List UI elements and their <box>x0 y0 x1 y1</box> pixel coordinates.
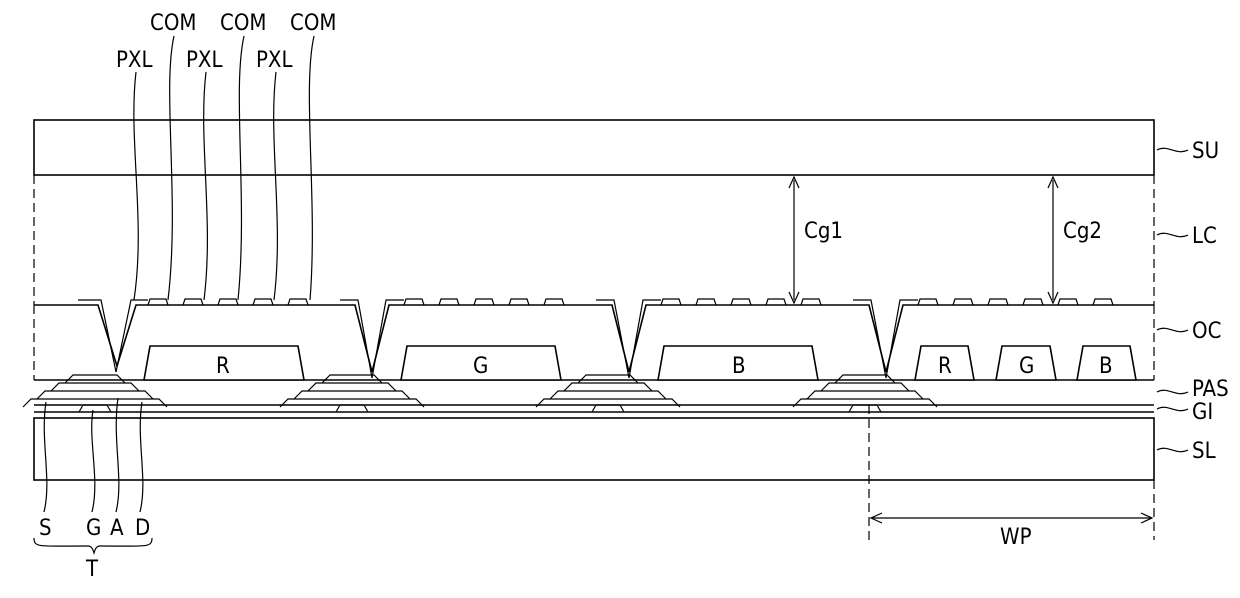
pxl-label-2: PXL <box>186 48 223 73</box>
common-electrode-bump <box>766 299 786 305</box>
filter-label-g2: G <box>1019 354 1034 379</box>
pxl-contact-hole-1 <box>78 300 148 372</box>
layer-label-pas: PAS <box>1192 377 1229 402</box>
pas-leader <box>1157 390 1188 393</box>
cg2-arrow <box>1048 177 1058 303</box>
common-electrode-bump <box>731 299 751 305</box>
wp-label: WP <box>1000 525 1032 550</box>
tft-step-layer <box>807 391 923 399</box>
common-electrode-bump <box>218 299 238 305</box>
common-electrode-bumps <box>148 299 1113 305</box>
pxl-contact-hole-4 <box>853 300 918 378</box>
tft-label-t: T <box>85 557 99 582</box>
common-electrode-bump <box>953 299 973 305</box>
tft-step-layer <box>51 383 139 391</box>
common-electrode-bump <box>1023 299 1043 305</box>
common-electrode-bump <box>253 299 273 305</box>
lower-substrate-sl <box>34 418 1154 480</box>
pxl-contact-hole-2 <box>340 300 404 378</box>
layer-label-lc: LC <box>1192 224 1217 249</box>
layer-label-su: SU <box>1192 139 1219 164</box>
common-electrode-bump <box>661 299 681 305</box>
su-leader <box>1157 148 1188 151</box>
tft-step-layer <box>550 391 666 399</box>
common-electrode-bump <box>1093 299 1113 305</box>
tft-gate <box>336 405 368 412</box>
tft-step-layer <box>308 383 396 391</box>
tft-step-layer <box>322 375 382 383</box>
common-electrode-bump <box>696 299 716 305</box>
com-label-3: COM <box>290 11 336 36</box>
pxl-label-1: PXL <box>116 48 153 73</box>
tft-label-s: S <box>39 516 52 541</box>
pxl-contact-hole-3 <box>596 300 661 378</box>
top-label-leaders <box>134 36 314 300</box>
gi-leader <box>1157 407 1188 410</box>
filter-label-r2: R <box>938 354 952 379</box>
common-electrode-bump <box>509 299 529 305</box>
lc-leader <box>1157 233 1188 236</box>
filter-label-b1: B <box>732 354 746 379</box>
tft-label-a: A <box>110 516 124 541</box>
filter-label-b2: B <box>1099 354 1113 379</box>
sl-leader <box>1157 448 1188 451</box>
com-label-1: COM <box>150 11 196 36</box>
pxl-label-3: PXL <box>256 48 293 73</box>
common-electrode-bump <box>801 299 821 305</box>
common-electrode-bump <box>439 299 459 305</box>
filter-label-r1: R <box>216 354 230 379</box>
common-electrode-bump <box>988 299 1008 305</box>
common-electrode-bump <box>474 299 494 305</box>
tft-step-layer <box>37 391 153 399</box>
layer-label-gi: GI <box>1192 400 1213 425</box>
upper-substrate-su <box>34 120 1154 175</box>
common-electrode-bump <box>1058 299 1078 305</box>
common-electrode-bump <box>183 299 203 305</box>
layer-label-sl: SL <box>1192 439 1216 464</box>
cg2-label: Cg2 <box>1063 219 1102 244</box>
tft-step-layer <box>294 391 410 399</box>
common-electrode-bump <box>404 299 424 305</box>
tft-step-layer <box>564 383 652 391</box>
oc-leader <box>1157 328 1188 331</box>
tft-step-layer <box>821 383 909 391</box>
tft-gate <box>849 405 881 412</box>
tft-label-leaders <box>44 398 143 512</box>
tft-gate <box>79 405 111 412</box>
common-electrode-bump <box>544 299 564 305</box>
filter-label-g1: G <box>473 354 488 379</box>
cg1-arrow <box>789 177 799 303</box>
common-electrode-bump <box>148 299 168 305</box>
tft-label-d: D <box>135 516 150 541</box>
tft-gate <box>592 405 624 412</box>
layer-label-oc: OC <box>1192 319 1221 344</box>
com-label-2: COM <box>220 11 266 36</box>
tft-step-layer <box>65 375 125 383</box>
common-electrode-bump <box>918 299 938 305</box>
cg1-label: Cg1 <box>804 219 843 244</box>
common-electrode-bump <box>288 299 308 305</box>
tft-label-g: G <box>86 516 101 541</box>
